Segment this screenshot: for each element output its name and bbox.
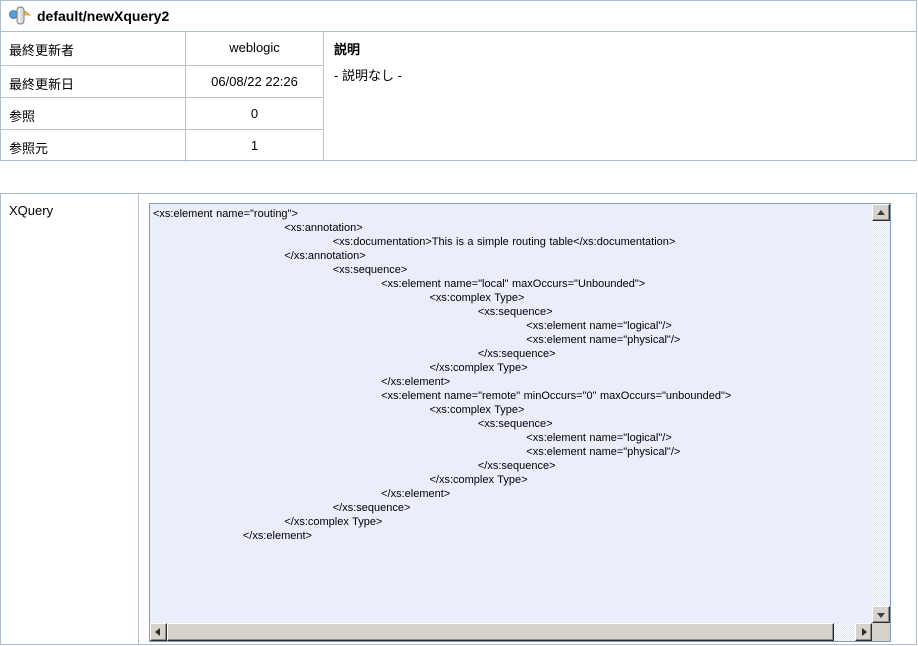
- last-modified-by-value: weblogic: [229, 40, 280, 55]
- vertical-scrollbar-track[interactable]: [872, 221, 890, 606]
- xquery-panel: XQuery <xs:element name="routing"> <xs:a…: [0, 193, 917, 645]
- referenced-by-value: 1: [250, 138, 259, 153]
- table-row: 最終更新者 weblogic: [1, 32, 323, 66]
- scroll-left-button[interactable]: [150, 623, 167, 641]
- vertical-scrollbar[interactable]: [872, 204, 890, 623]
- horizontal-scrollbar-thumb[interactable]: [167, 623, 835, 641]
- scrollbar-corner: [872, 623, 890, 641]
- scroll-down-button[interactable]: [872, 606, 890, 623]
- xquery-editor[interactable]: <xs:element name="routing"> <xs:annotati…: [149, 203, 891, 642]
- last-modified-date-value: 06/08/22 22:26: [211, 74, 298, 89]
- description-title: 説明: [334, 42, 361, 57]
- arrow-down-icon: [877, 613, 885, 618]
- scroll-up-button[interactable]: [872, 204, 890, 221]
- xquery-label: XQuery: [9, 203, 54, 218]
- horizontal-scrollbar-track[interactable]: [167, 623, 855, 641]
- scroll-right-button[interactable]: [855, 623, 872, 641]
- page-title: default/newXquery2: [37, 8, 170, 24]
- resource-summary-panel: default/newXquery2 最終更新者 weblogic 最終更新日 …: [0, 0, 917, 162]
- table-row: 最終更新日 06/08/22 22:26: [1, 66, 323, 98]
- table-row: 参照 0: [1, 98, 323, 130]
- xquery-code[interactable]: <xs:element name="routing"> <xs:annotati…: [153, 208, 732, 542]
- resource-info-area: 最終更新者 weblogic 最終更新日 06/08/22 22:26 参照 0…: [1, 32, 916, 162]
- resource-info-table: 最終更新者 weblogic 最終更新日 06/08/22 22:26 参照 0…: [1, 32, 323, 162]
- description-body: - 説明なし -: [334, 68, 402, 83]
- last-modified-date-label: 最終更新日: [1, 66, 186, 97]
- referenced-by-label: 参照元: [1, 130, 186, 162]
- references-label: 参照: [1, 98, 186, 129]
- xquery-resource-icon: [9, 6, 31, 25]
- xquery-label-cell: XQuery: [1, 194, 139, 644]
- table-row: 参照元 1: [1, 130, 323, 162]
- arrow-up-icon: [877, 210, 885, 215]
- arrow-right-icon: [862, 628, 867, 636]
- references-value: 0: [250, 106, 259, 121]
- horizontal-scrollbar[interactable]: [150, 623, 872, 641]
- arrow-left-icon: [155, 628, 160, 636]
- last-modified-by-label: 最終更新者: [1, 32, 186, 65]
- description-panel: 説明 - 説明なし -: [323, 32, 916, 160]
- resource-header: default/newXquery2: [1, 1, 916, 32]
